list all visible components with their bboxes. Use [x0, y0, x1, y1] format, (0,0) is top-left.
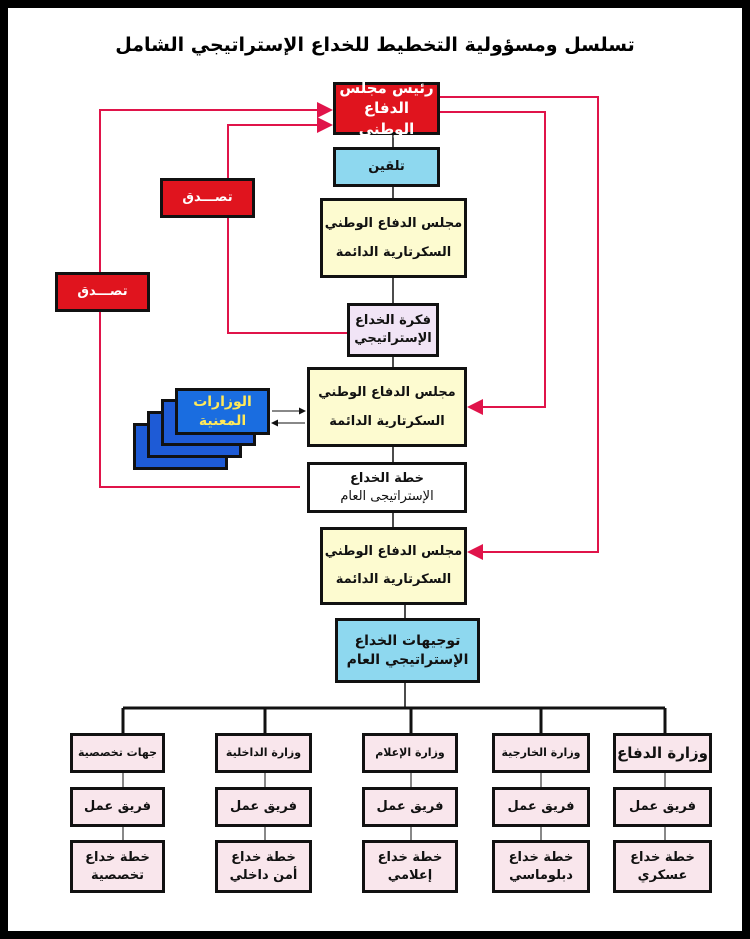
column-team-box: فريق عمل — [492, 787, 590, 827]
column-team-box: فريق عمل — [215, 787, 312, 827]
label: عسكري — [637, 867, 688, 883]
label: فريق عمل — [84, 799, 151, 815]
label: جهات تخصصية — [77, 745, 158, 759]
label: وزارة الخارجية — [501, 745, 581, 759]
label: الدفاع الوطني — [358, 99, 415, 138]
label: دبلوماسي — [509, 867, 573, 883]
council-secretariat-box-2: مجلس الدفاع الوطني السكرتارية الدائمة — [307, 367, 467, 447]
label: وزارة الإعلام — [375, 745, 445, 759]
label: مجلس الدفاع الوطني — [324, 544, 463, 560]
council-secretariat-box-3: مجلس الدفاع الوطني السكرتارية الدائمة — [320, 527, 467, 605]
label: تلقين — [368, 159, 405, 175]
label: الإستراتيجي — [354, 331, 432, 346]
label: تخصصية — [90, 867, 145, 883]
label: خطة خداع — [630, 849, 695, 865]
column-plan-box: خطة خداع أمن داخلي — [215, 840, 312, 893]
deception-idea-box: فكرة الخداع الإستراتيجي — [347, 303, 439, 357]
concerned-ministries-box: الوزارات المعنية — [175, 388, 270, 435]
column-plan-box: خطة خداع تخصصية — [70, 840, 165, 893]
label: الإستراتيجى العام — [340, 488, 434, 504]
column-entity-box: وزارة الداخلية — [215, 733, 312, 773]
label: إعلامي — [387, 867, 433, 883]
label: خطة خداع — [508, 849, 574, 865]
column-team-box: فريق عمل — [70, 787, 165, 827]
label: خطة خداع — [85, 849, 150, 865]
label: فريق عمل — [230, 799, 297, 815]
general-plan-box: خطة الخداع الإستراتيجى العام — [307, 462, 467, 513]
label: وزارة الداخلية — [225, 745, 302, 759]
column-plan-box: خطة خداع إعلامي — [362, 840, 458, 893]
column-plan-box: خطة خداع دبلوماسي — [492, 840, 590, 893]
label: الوزارات — [193, 393, 252, 410]
label: فريق عمل — [376, 799, 444, 815]
label: السكرتارية الدائمة — [329, 413, 445, 429]
label: خطة الخداع — [350, 470, 424, 486]
column-entity-box: وزارة الخارجية — [492, 733, 590, 773]
label: فريق عمل — [507, 799, 575, 815]
column-team-box: فريق عمل — [613, 787, 712, 827]
label: توجيهات الخداع — [354, 632, 461, 649]
label: مجلس الدفاع الوطني — [324, 215, 463, 231]
label: وزارة الدفاع — [617, 743, 708, 762]
approve-box-inner: تصـــدق — [160, 178, 255, 218]
column-entity-box: وزارة الإعلام — [362, 733, 458, 773]
indoctrination-box: تلقين — [333, 147, 440, 187]
label: خطة خداع — [231, 849, 296, 865]
label: تصـــدق — [77, 284, 128, 300]
label: رئيس مجلس — [339, 79, 434, 98]
column-plan-box: خطة خداع عسكري — [613, 840, 712, 893]
label: فريق عمل — [629, 799, 696, 815]
directives-box: توجيهات الخداع الإستراتيجي العام — [335, 618, 480, 683]
label: السكرتارية الدائمة — [335, 572, 452, 588]
label: مجلس الدفاع الوطني — [318, 384, 456, 400]
approve-box-outer: تصـــدق — [55, 272, 150, 312]
label: المعنية — [198, 412, 247, 429]
column-team-box: فريق عمل — [362, 787, 458, 827]
diagram-title: تسلسل ومسؤولية التخطيط للخداع الإستراتيج… — [115, 34, 635, 56]
column-entity-box: جهات تخصصية — [70, 733, 165, 773]
label: فكرة الخداع — [355, 313, 431, 329]
council-secretariat-box-1: مجلس الدفاع الوطني السكرتارية الدائمة — [320, 198, 467, 278]
column-entity-box: وزارة الدفاع — [613, 733, 712, 773]
label: السكرتارية الدائمة — [335, 244, 452, 260]
label: الإستراتيجي العام — [346, 651, 469, 668]
label: تصـــدق — [182, 190, 233, 206]
label: خطة خداع — [377, 849, 443, 865]
label: أمن داخلي — [229, 867, 298, 883]
